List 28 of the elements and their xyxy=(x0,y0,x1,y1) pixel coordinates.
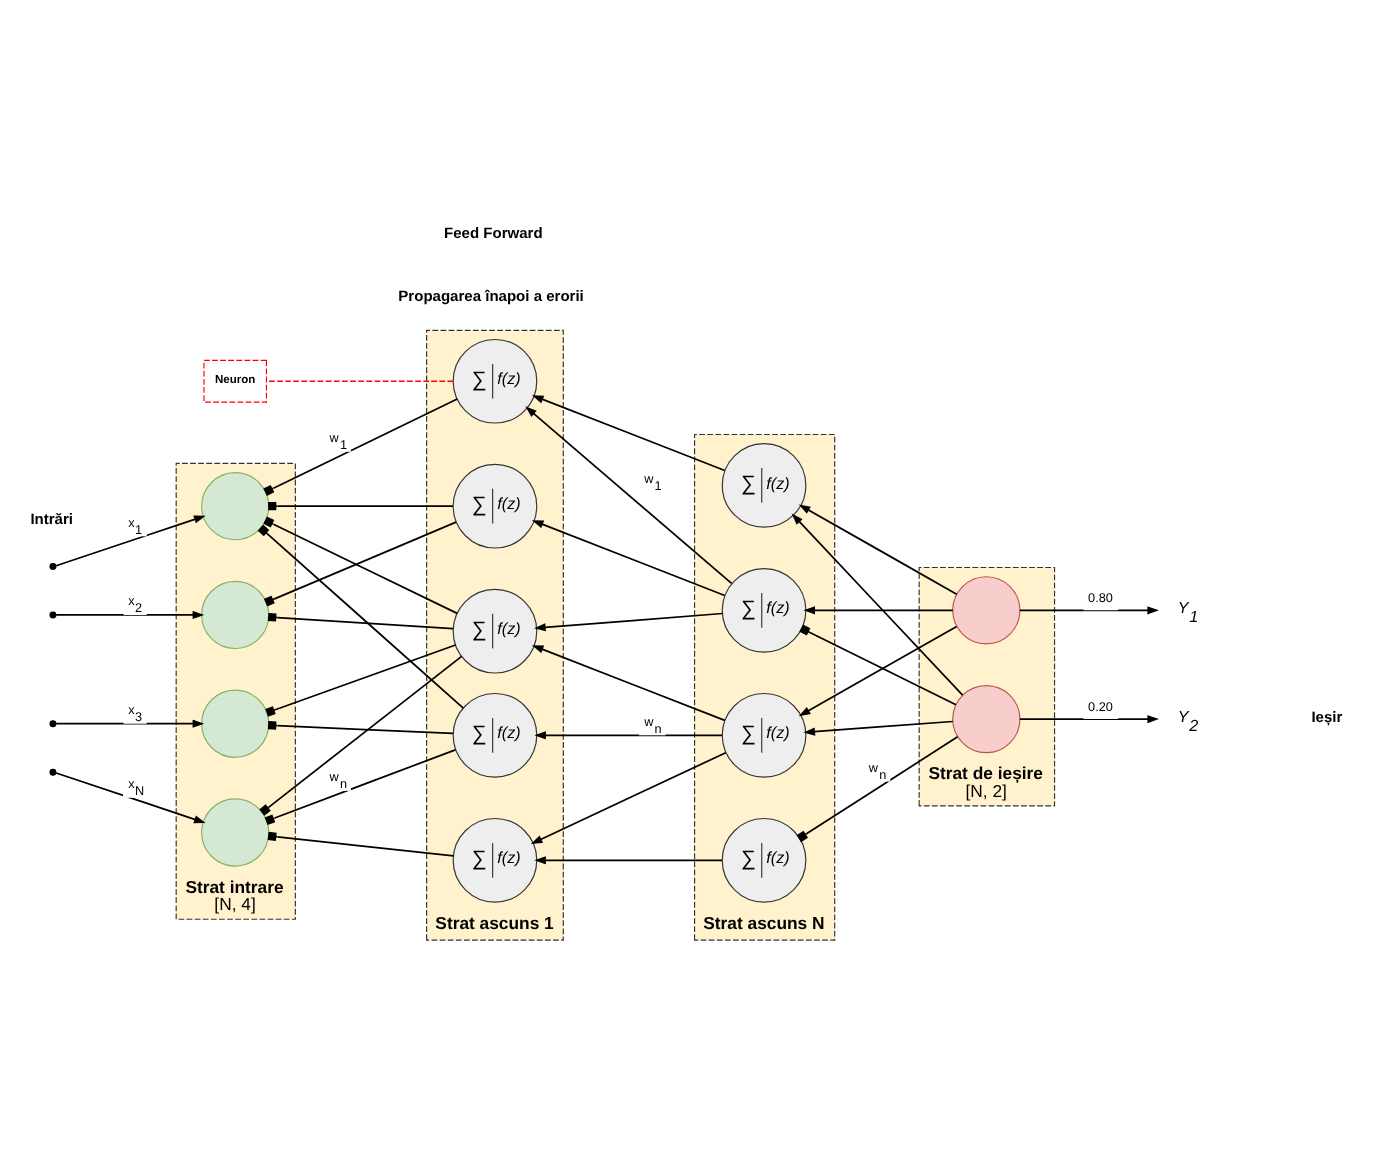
connector xyxy=(266,380,454,383)
connector xyxy=(265,644,457,717)
arrow xyxy=(803,720,954,736)
connector xyxy=(263,398,459,496)
arrow xyxy=(531,645,726,722)
arrow xyxy=(531,395,726,472)
node-circle xyxy=(201,689,270,758)
arrow xyxy=(1019,606,1159,615)
node-circle xyxy=(952,684,1021,754)
node-circle xyxy=(952,576,1021,645)
arrow xyxy=(531,520,726,597)
arrow xyxy=(534,731,723,740)
cluster: Strat de ieșire [N, 2] xyxy=(918,566,1056,807)
arrow xyxy=(534,856,723,865)
arrow xyxy=(791,513,964,697)
arrow xyxy=(55,719,205,728)
cluster: Strat intrare [N, 4] xyxy=(175,462,296,920)
arrow xyxy=(1019,715,1159,724)
arrow xyxy=(530,751,727,844)
arrow xyxy=(798,504,958,596)
arrow xyxy=(525,406,733,585)
connector xyxy=(268,502,454,511)
node-circle xyxy=(201,580,270,650)
connector xyxy=(796,735,959,843)
connector xyxy=(259,655,463,816)
arrow xyxy=(55,610,205,620)
arrow xyxy=(803,606,954,615)
arrow xyxy=(534,612,724,632)
